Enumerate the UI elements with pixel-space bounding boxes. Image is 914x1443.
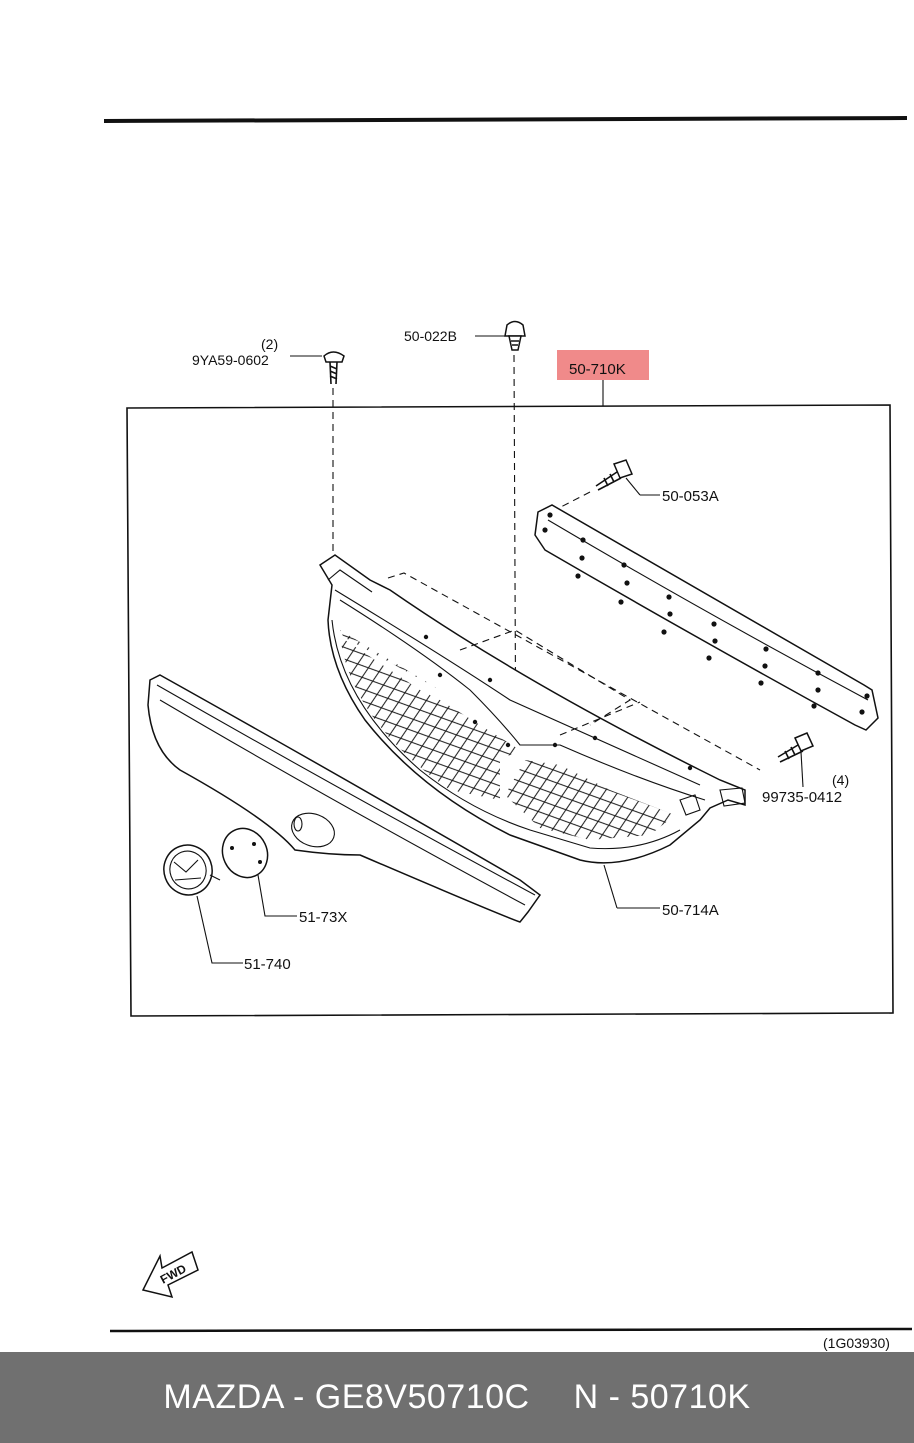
bolt-side-qty-label: (4): [832, 772, 849, 788]
parts-diagram: (2) 9YA59-0602 50-022B 50-710K 50-053A: [103, 116, 913, 1351]
bolt-50-053a-icon: [595, 459, 634, 491]
bottom-rule: [109, 1327, 913, 1333]
bolt-99735-icon: [777, 732, 815, 763]
emblem-part-label: 51-740: [244, 956, 291, 973]
mazda-emblem-icon: [163, 844, 221, 896]
fwd-arrow-icon: FWD: [141, 1250, 199, 1299]
assembly-label-highlight: [557, 350, 649, 380]
footer-short-part: N - 50710K: [573, 1378, 751, 1416]
bolt-top-part-label: 50-053A: [662, 488, 719, 505]
radiator-grille: [318, 554, 746, 864]
emblem-plate-icon: [221, 827, 269, 879]
footer-brand-part: MAZDA - GE8V50710C: [163, 1378, 530, 1416]
figure-code: (1G03930): [823, 1335, 890, 1351]
assembly-part-label: 50-710K: [569, 361, 626, 378]
grille-molding: [147, 674, 542, 923]
assembly-frame: [126, 404, 894, 1017]
screw-qty-label: (2): [261, 336, 278, 352]
clip-50-022b-icon: [504, 320, 526, 351]
part-footer-bar: MAZDA - GE8V50710C N - 50710K: [0, 1352, 914, 1443]
plate-part-label: 51-73X: [299, 909, 347, 926]
grille-part-label: 50-714A: [662, 902, 719, 919]
screw-9ya59-icon: [323, 351, 345, 385]
clip-part-label: 50-022B: [404, 328, 457, 344]
screw-part-label: 9YA59-0602: [192, 352, 269, 368]
top-rule: [103, 116, 908, 123]
reinforcement-bar: [534, 504, 879, 731]
bolt-side-part-label: 99735-0412: [762, 789, 842, 806]
